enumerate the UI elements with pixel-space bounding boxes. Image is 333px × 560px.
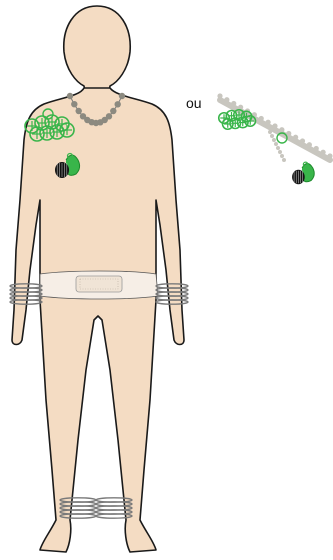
necklace-bead: [106, 113, 112, 119]
waist-belt-icon: [40, 271, 158, 299]
necklace-bead: [67, 93, 73, 99]
cord-bead: [266, 120, 271, 125]
coiled-bracelet-icon: [10, 284, 188, 518]
necklace-bead: [110, 108, 116, 114]
cord-bead: [300, 138, 305, 143]
body-outline: [12, 88, 184, 552]
bead-cord-with-charms-icon: [217, 93, 332, 184]
cord-bead: [321, 150, 326, 155]
cord-bead: [314, 146, 319, 151]
necklace-bead: [76, 108, 82, 114]
cord-bead: [259, 116, 264, 121]
grape-bead: [60, 123, 74, 137]
strand-bead: [270, 134, 274, 138]
cord-bead: [327, 153, 332, 158]
cord-bead: [231, 101, 236, 106]
strand-bead: [278, 150, 282, 154]
strand-bead: [276, 146, 280, 150]
necklace-bead: [115, 101, 121, 107]
necklace-bead: [71, 101, 77, 107]
necklace-bead: [119, 93, 125, 99]
strand-bead: [282, 158, 286, 162]
strand-bead: [272, 138, 276, 142]
strand-bead: [268, 130, 272, 134]
grape-bead: [50, 125, 64, 139]
grape-bead: [245, 116, 256, 127]
cord-bead: [224, 97, 229, 102]
grape-bead: [238, 117, 249, 128]
cord-bead: [217, 93, 222, 98]
cord-band: [220, 100, 330, 160]
cord-bead: [272, 123, 277, 128]
strand-bead: [274, 142, 278, 146]
strand-bead: [280, 154, 284, 158]
cord-bead: [307, 142, 312, 147]
head: [64, 6, 130, 96]
alternative-label: ou: [186, 95, 202, 111]
cord-bead: [293, 135, 298, 140]
cord-bead: [279, 127, 284, 132]
